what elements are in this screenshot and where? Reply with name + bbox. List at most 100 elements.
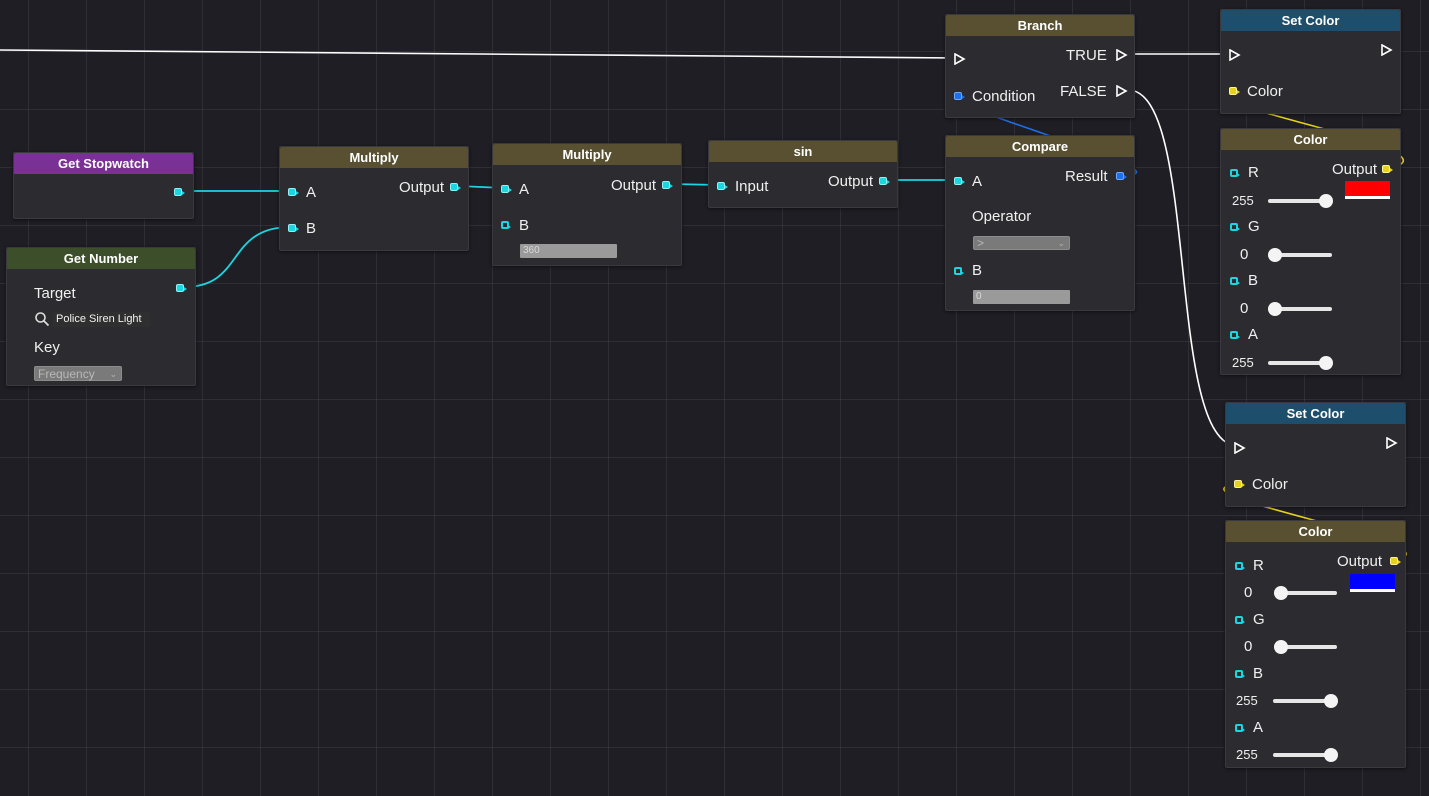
compare-operator-label: Operator	[972, 208, 1032, 225]
key-label: Key	[34, 339, 60, 356]
color2-r-value: 0	[1244, 584, 1253, 601]
set-color1-color-label: Color	[1247, 83, 1283, 100]
multiply2-a-label: A	[519, 181, 530, 198]
compare-a-port[interactable]	[954, 177, 965, 185]
color2-a-port[interactable]	[1235, 724, 1245, 732]
multiply2-a-port[interactable]	[501, 185, 512, 193]
multiply1-output-label: Output	[399, 179, 445, 196]
target-label: Target	[34, 285, 76, 302]
color2-r-slider[interactable]	[1274, 586, 1337, 600]
branch-false-label: FALSE	[1060, 83, 1107, 100]
branch-true-label: TRUE	[1066, 47, 1107, 64]
branch-condition-port[interactable]	[954, 92, 965, 100]
set-color-node-1[interactable]: Set Color Color	[1220, 9, 1401, 114]
sin-output-port[interactable]	[879, 177, 890, 185]
multiply1-output-port[interactable]	[450, 183, 461, 191]
slider-knob[interactable]	[1319, 356, 1333, 370]
compare-result-port[interactable]	[1116, 172, 1127, 180]
multiply2-b-label: B	[519, 217, 530, 234]
color1-g-value: 0	[1240, 246, 1249, 263]
exec-true-icon[interactable]	[1116, 49, 1128, 61]
exec-input-icon[interactable]	[1229, 49, 1241, 61]
node-title: Multiply	[280, 147, 468, 168]
multiply1-b-port[interactable]	[288, 224, 299, 232]
color1-g-label: G	[1248, 218, 1260, 235]
set-color2-color-label: Color	[1252, 476, 1288, 493]
compare-operator-select[interactable]: > ⌄	[973, 236, 1070, 250]
wire-number-to-multiply	[183, 226, 292, 288]
exec-output-icon[interactable]	[1386, 437, 1398, 449]
compare-node[interactable]: Compare A Result Operator > ⌄ B 0	[945, 135, 1135, 311]
exec-false-icon[interactable]	[1116, 85, 1128, 97]
node-title: Multiply	[493, 144, 681, 165]
color2-b-slider[interactable]	[1273, 694, 1338, 708]
color1-r-slider[interactable]	[1268, 194, 1333, 208]
color1-r-label: R	[1248, 164, 1259, 181]
multiply2-b-input[interactable]: 360	[520, 244, 617, 258]
multiply-node-1[interactable]: Multiply A B Output	[279, 146, 469, 251]
color1-b-label: B	[1248, 272, 1259, 289]
color2-b-port[interactable]	[1235, 670, 1245, 678]
node-title: Set Color	[1226, 403, 1405, 424]
compare-b-input[interactable]: 0	[973, 290, 1070, 304]
color1-g-slider[interactable]	[1268, 248, 1332, 262]
multiply2-output-label: Output	[611, 177, 657, 194]
color2-output-port[interactable]	[1390, 557, 1401, 565]
set-color1-color-port[interactable]	[1229, 87, 1240, 95]
key-select[interactable]: Frequency ⌄	[34, 366, 122, 381]
color1-b-slider[interactable]	[1268, 302, 1332, 316]
node-title: sin	[709, 141, 897, 162]
sin-node[interactable]: sin Input Output	[708, 140, 898, 208]
color2-b-value: 255	[1236, 693, 1258, 708]
multiply1-a-port[interactable]	[288, 188, 299, 196]
color2-a-slider[interactable]	[1273, 748, 1338, 762]
color1-r-port[interactable]	[1230, 169, 1240, 177]
set-color2-color-port[interactable]	[1234, 480, 1245, 488]
sin-input-port[interactable]	[717, 182, 728, 190]
multiply-node-2[interactable]: Multiply A B 360 Output	[492, 143, 682, 266]
multiply1-a-label: A	[306, 184, 317, 201]
compare-a-label: A	[972, 173, 983, 190]
set-color-node-2[interactable]: Set Color Color	[1225, 402, 1406, 507]
exec-output-icon[interactable]	[1381, 44, 1393, 56]
stopwatch-output-port[interactable]	[174, 188, 185, 196]
color1-output-port[interactable]	[1382, 165, 1393, 173]
compare-b-port[interactable]	[954, 267, 964, 275]
sin-output-label: Output	[828, 173, 874, 190]
target-search-field[interactable]: Police Siren Light	[53, 312, 150, 327]
color2-g-value: 0	[1244, 638, 1253, 655]
slider-knob[interactable]	[1268, 302, 1282, 316]
exec-input-icon[interactable]	[1234, 442, 1246, 454]
get-stopwatch-node[interactable]: Get Stopwatch	[13, 152, 194, 219]
slider-knob[interactable]	[1268, 248, 1282, 262]
node-title: Color	[1221, 129, 1400, 150]
color1-a-label: A	[1248, 326, 1259, 343]
color-node-1[interactable]: Color Output R 255 G 0 B 0 A 255	[1220, 128, 1401, 375]
multiply2-b-port[interactable]	[501, 221, 511, 229]
chevron-down-icon: ⌄	[109, 369, 117, 379]
branch-node[interactable]: Branch TRUE FALSE Condition	[945, 14, 1135, 118]
exec-input-icon[interactable]	[954, 53, 966, 65]
compare-b-label: B	[972, 262, 983, 279]
color1-a-port[interactable]	[1230, 331, 1240, 339]
slider-knob[interactable]	[1324, 748, 1338, 762]
color2-r-port[interactable]	[1235, 562, 1245, 570]
color1-g-port[interactable]	[1230, 223, 1240, 231]
slider-knob[interactable]	[1324, 694, 1338, 708]
node-title: Color	[1226, 521, 1405, 542]
color1-b-port[interactable]	[1230, 277, 1240, 285]
color-node-2[interactable]: Color Output R 0 G 0 B 255 A 255	[1225, 520, 1406, 768]
color2-g-port[interactable]	[1235, 616, 1245, 624]
chevron-down-icon: ⌄	[1057, 238, 1065, 248]
slider-knob[interactable]	[1319, 194, 1333, 208]
color2-a-value: 255	[1236, 747, 1258, 762]
color2-g-slider[interactable]	[1274, 640, 1337, 654]
color1-a-slider[interactable]	[1268, 356, 1333, 370]
get-number-node[interactable]: Get Number Target Police Siren Light Key…	[6, 247, 196, 386]
slider-knob[interactable]	[1274, 640, 1288, 654]
slider-knob[interactable]	[1274, 586, 1288, 600]
color2-r-label: R	[1253, 557, 1264, 574]
multiply2-output-port[interactable]	[662, 181, 673, 189]
number-output-port[interactable]	[176, 284, 187, 292]
